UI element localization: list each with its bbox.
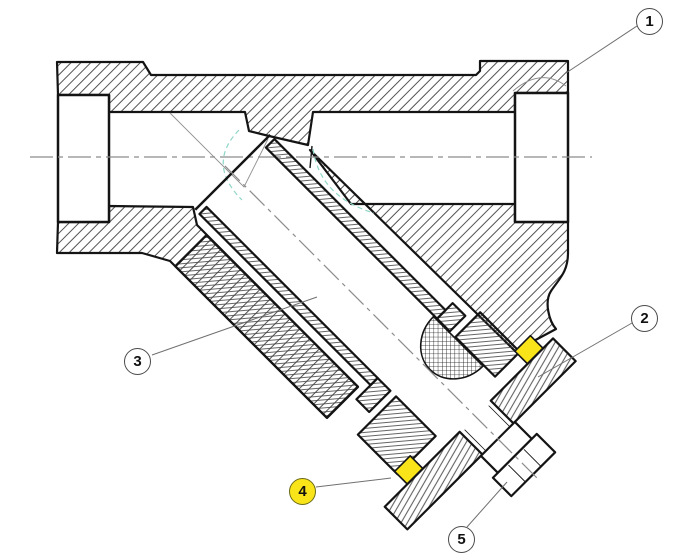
- balloon-2[interactable]: 2: [631, 305, 658, 332]
- leader-2: [537, 322, 633, 378]
- branch-body-wall: [174, 234, 359, 419]
- balloon-1[interactable]: 1: [636, 8, 663, 35]
- cartridge-mouth-face: [194, 133, 272, 211]
- body-top-wall: [55, 59, 570, 147]
- leader-3: [151, 296, 318, 356]
- leader-lines: [151, 25, 638, 528]
- screen-mesh: [419, 315, 484, 380]
- screen-cartridge: [194, 133, 521, 476]
- cap-section: [383, 337, 577, 531]
- leader-1: [565, 25, 638, 74]
- balloon-3[interactable]: 3: [124, 348, 151, 375]
- body-right-wedge: [308, 148, 570, 353]
- drain-plug: [479, 420, 557, 498]
- leader-5: [466, 481, 508, 528]
- hidden-contour-arcs: [222, 129, 375, 214]
- taper-lines: [169, 77, 567, 188]
- left-socket-recess: [56, 93, 111, 224]
- branch-assembly: [174, 133, 577, 531]
- centerline-branch: [224, 165, 540, 481]
- balloon-4[interactable]: 4: [289, 478, 316, 505]
- leader-4: [315, 477, 392, 488]
- balloon-5[interactable]: 5: [448, 526, 475, 553]
